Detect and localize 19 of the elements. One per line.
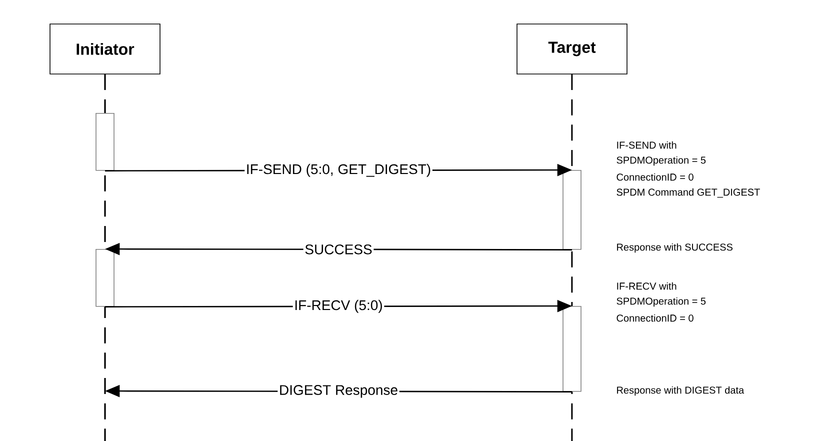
note-text: Response with DIGEST data [617, 386, 744, 396]
activation-bar [562, 170, 582, 250]
note-text: ConnectionID = 0 [616, 314, 694, 322]
participant-box: Initiator [50, 24, 160, 74]
edge-label: IF-RECV (5:0) [292, 298, 384, 314]
note-text: IF-SEND with [617, 141, 676, 149]
activation-bar [96, 113, 114, 171]
note-text: ConnectionID = 0 [616, 173, 694, 181]
note-text: IF-RECV with [617, 282, 676, 290]
note-text: SPDMOperation = 5 [616, 156, 706, 166]
note-text: SPDM Command GET_DIGEST [616, 188, 760, 198]
edge-label: IF-SEND (5:0, GET_DIGEST) [244, 162, 432, 178]
edge-label: SUCCESS [303, 243, 374, 256]
participant-box: Target [516, 24, 628, 74]
activation-bar [96, 248, 114, 307]
note-text: SPDMOperation = 5 [616, 297, 706, 307]
activation-bar [562, 306, 582, 392]
note-text: Response with SUCCESS [617, 243, 732, 253]
edge-label: DIGEST Response [278, 384, 400, 400]
